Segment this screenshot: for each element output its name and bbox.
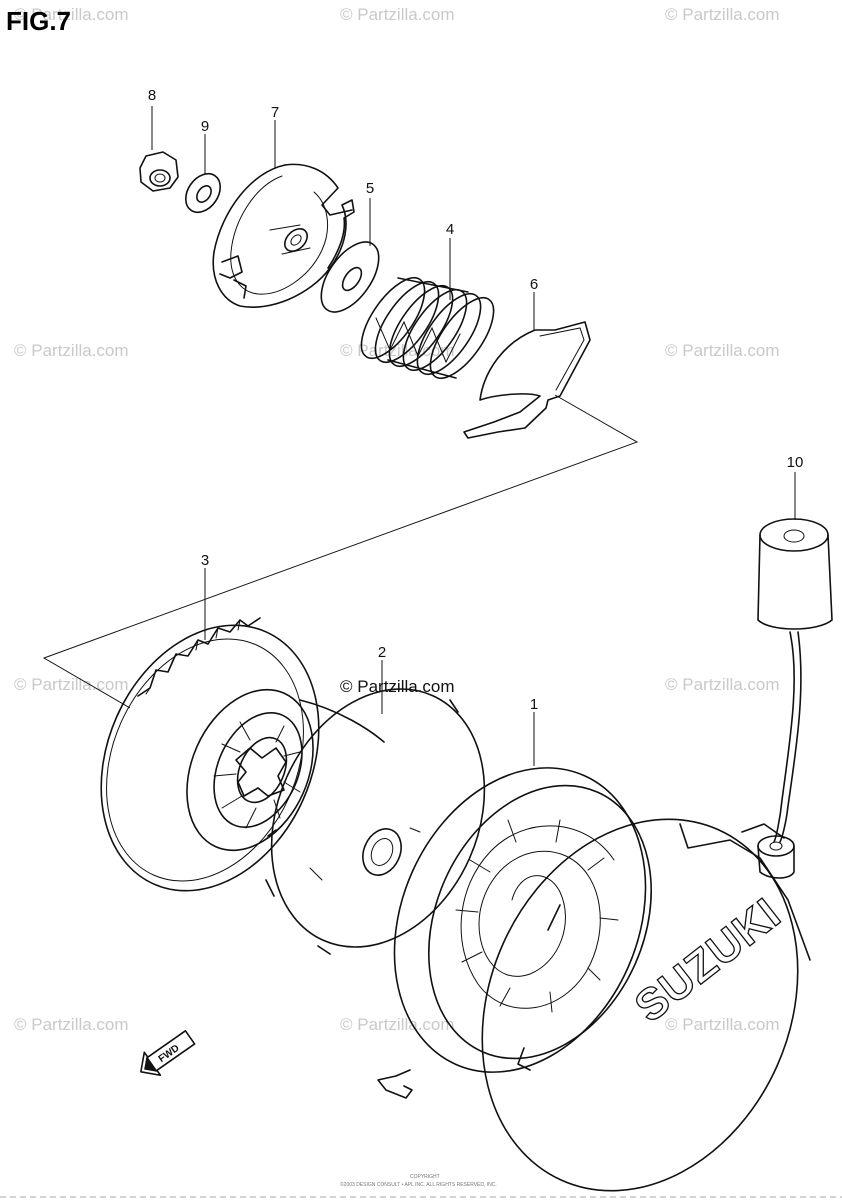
center-watermark: © Partzilla.com xyxy=(340,677,455,696)
part-7-plate[interactable] xyxy=(212,163,355,308)
watermark: © Partzilla.com xyxy=(665,1015,780,1034)
fwd-arrow-icon xyxy=(140,1030,196,1077)
fwd-arrow: FWD xyxy=(140,1030,196,1077)
part-2-plate[interactable] xyxy=(232,655,524,981)
leader-lines xyxy=(151,106,796,766)
callout-4: 4 xyxy=(446,221,454,238)
watermark: © Partzilla.com xyxy=(665,675,780,694)
watermark: © Partzilla.com xyxy=(340,5,455,24)
watermark: © Partzilla.com xyxy=(340,341,455,360)
footer-fineprint: COPYRIGHT ©2003 DESIGN CONSULT • APL INC… xyxy=(0,1174,842,1198)
callout-8: 8 xyxy=(148,87,156,104)
assembly-guide-line xyxy=(42,394,639,709)
part-6-clip[interactable] xyxy=(463,321,591,439)
watermark: © Partzilla.com xyxy=(14,5,129,24)
starter-housing[interactable]: SUZUKI xyxy=(425,769,842,1200)
callout-2: 2 xyxy=(378,644,386,661)
watermark: © Partzilla.com xyxy=(14,675,129,694)
part-9-washer[interactable] xyxy=(179,167,228,219)
part-4-spring[interactable] xyxy=(350,268,506,388)
part-3-ratchet[interactable] xyxy=(61,590,360,925)
part-10-grip[interactable] xyxy=(757,518,833,843)
watermark: © Partzilla.com xyxy=(14,1015,129,1034)
footer-line-2: ©2003 DESIGN CONSULT • APL INC. ALL RIGH… xyxy=(340,1181,497,1188)
callouts: 8 9 7 5 4 6 10 3 2 1 xyxy=(148,87,804,713)
part-1-reel[interactable] xyxy=(348,728,693,1113)
callout-6: 6 xyxy=(530,276,538,293)
fwd-arrow-head-icon xyxy=(144,1055,159,1072)
callout-3: 3 xyxy=(201,552,209,569)
callout-9: 9 xyxy=(201,118,209,135)
watermark: © Partzilla.com xyxy=(14,341,129,360)
figure-label: FIG.7 xyxy=(6,6,71,36)
watermark: © Partzilla.com xyxy=(340,1015,455,1034)
callout-10: 10 xyxy=(787,454,804,471)
watermark-grid: © Partzilla.com © Partzilla.com © Partzi… xyxy=(14,5,780,1034)
part-5-washer[interactable] xyxy=(310,232,390,322)
callout-7: 7 xyxy=(271,104,279,121)
part-8-nut[interactable] xyxy=(139,151,179,192)
watermark: © Partzilla.com xyxy=(665,5,780,24)
footer-line-1: COPYRIGHT xyxy=(410,1174,440,1180)
callout-5: 5 xyxy=(366,180,374,197)
callout-1: 1 xyxy=(530,696,538,713)
watermark: © Partzilla.com xyxy=(665,341,780,360)
